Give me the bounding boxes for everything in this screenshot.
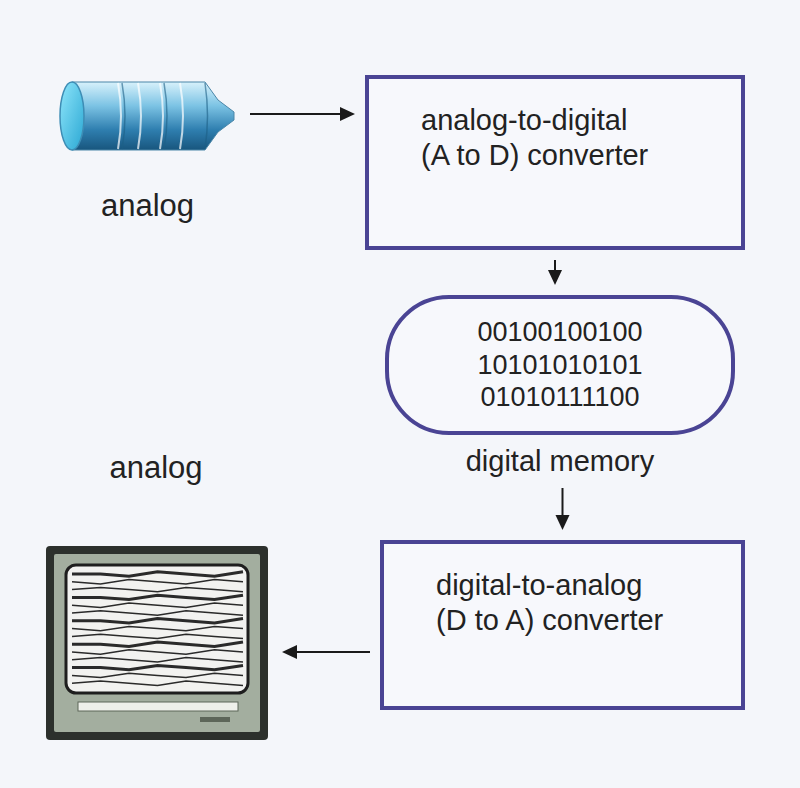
camera-node: analog xyxy=(55,72,240,224)
arrow-head xyxy=(282,645,297,659)
flow-arrow xyxy=(556,488,570,530)
screen-noise-line xyxy=(72,626,243,630)
node-label: analog xyxy=(40,450,272,486)
node-label: digital memory xyxy=(349,445,771,478)
screen-noise-line xyxy=(72,650,243,654)
box-label: analog-to-digital (A to D) converter xyxy=(421,103,661,174)
node-label: analog xyxy=(55,188,240,224)
screen-noise-line xyxy=(72,580,243,584)
monitor-illustration xyxy=(46,546,268,740)
screen-noise-line xyxy=(72,642,243,646)
binary-data: 00100100100 10101010101 01010111100 xyxy=(470,316,650,413)
screen-noise-line xyxy=(72,611,243,615)
arrow-line xyxy=(562,488,564,518)
arrow-line xyxy=(250,113,343,115)
screen-noise-line xyxy=(72,665,243,669)
screen-noise-line xyxy=(72,587,243,591)
arrow-head xyxy=(556,515,570,530)
flow-arrow xyxy=(250,107,355,121)
screen-noise-line xyxy=(72,681,243,685)
arrow-head xyxy=(548,270,562,285)
arrow-head xyxy=(340,107,355,121)
screen-noise-line xyxy=(72,673,243,677)
arrow-line xyxy=(294,651,370,653)
screen-noise-line xyxy=(72,572,243,576)
screen-noise-line xyxy=(72,595,243,599)
camera-illustration xyxy=(60,82,234,150)
screen-noise-line xyxy=(72,634,243,638)
screen-noise-line xyxy=(72,619,243,623)
box-label: digital-to-analog (D to A) converter xyxy=(436,568,676,639)
screen-noise-line xyxy=(72,658,243,662)
flow-arrow xyxy=(282,645,370,659)
process-box: analog-to-digital (A to D) converter xyxy=(365,75,745,250)
memory-oval: 00100100100 10101010101 01010111100digit… xyxy=(385,295,735,435)
flow-arrow xyxy=(548,260,562,285)
process-box: digital-to-analog (D to A) converter xyxy=(380,540,745,710)
monitor-node: analog xyxy=(40,450,272,742)
screen-noise-line xyxy=(72,603,243,607)
